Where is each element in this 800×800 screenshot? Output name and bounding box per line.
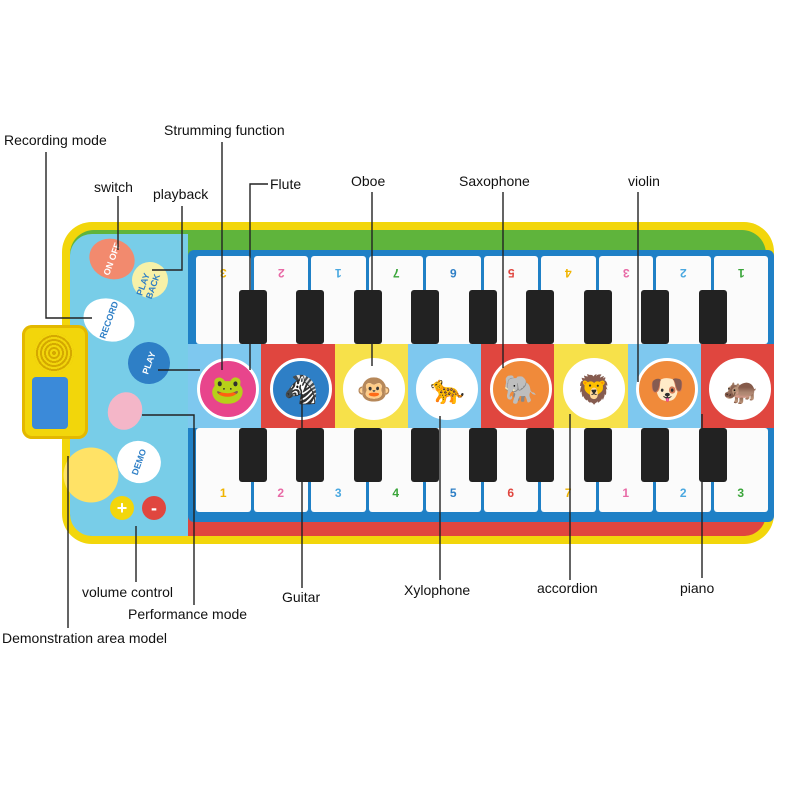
bottom-key-number: 7	[564, 486, 572, 500]
speaker-grille-icon	[34, 333, 74, 373]
elephant-saxophone-icon: 🐘	[489, 358, 552, 420]
instrument-cell-lion-accordion[interactable]: 🦁	[554, 344, 628, 428]
demo-label: DEMO	[129, 447, 149, 477]
top-black-key[interactable]	[583, 290, 612, 344]
speaker-screen	[32, 377, 68, 429]
bottom-key-number: 2	[679, 486, 687, 500]
top-black-key[interactable]	[411, 290, 439, 344]
instrument-cell-dog-violin[interactable]: 🐶	[627, 344, 701, 428]
bottom-black-key[interactable]	[583, 428, 612, 482]
bottom-black-key[interactable]	[296, 428, 324, 482]
top-key-number: 1	[737, 266, 745, 280]
label-guitar: Guitar	[282, 589, 321, 605]
volume-minus-label: -	[151, 498, 157, 518]
instrument-cell-frog-flute[interactable]: 🐸	[188, 344, 262, 428]
volume-plus-label: +	[116, 498, 128, 518]
piano-mat: 3 2 1 7 6 5 4 3 2 1 1 2 3 4 5 6 7 1 2 3 🐸🦓🐵🐆🐘🦁🐶🦛	[62, 222, 774, 544]
bottom-key-number: 6	[507, 486, 515, 500]
instrument-cell-hippo-piano[interactable]: 🦛	[700, 344, 774, 428]
volume-down-button[interactable]: -	[142, 496, 166, 520]
instrument-cell-cheetah-xylophone[interactable]: 🐆	[407, 344, 481, 428]
label-demonstration-area-model: Demonstration area model	[2, 630, 167, 646]
bottom-key-number: 1	[219, 486, 227, 500]
lion-accordion-icon: 🦁	[562, 358, 625, 420]
bottom-black-key[interactable]	[526, 428, 554, 482]
bottom-key-number: 5	[449, 486, 457, 500]
label-volume-control: volume control	[82, 584, 174, 600]
instrument-cell-zebra-guitar[interactable]: 🦓	[261, 344, 335, 428]
bottom-black-key[interactable]	[411, 428, 439, 482]
label-accordion: accordion	[537, 580, 598, 596]
label-playback: playback	[153, 186, 209, 202]
bottom-key-number: 3	[737, 486, 745, 500]
top-key-number: 6	[449, 266, 457, 280]
label-saxophone: Saxophone	[459, 173, 530, 189]
top-key-number: 3	[219, 266, 227, 280]
label-violin: violin	[628, 173, 660, 189]
hippo-piano-icon: 🦛	[709, 358, 772, 420]
dog-violin-icon: 🐶	[636, 358, 699, 420]
bottom-black-key[interactable]	[468, 428, 497, 482]
label-piano: piano	[680, 580, 715, 596]
top-key-number: 3	[622, 266, 630, 280]
monkey-oboe-icon: 🐵	[343, 358, 406, 420]
top-black-key[interactable]	[296, 290, 324, 344]
label-flute: Flute	[270, 176, 302, 192]
top-key-number: 2	[277, 266, 285, 280]
top-key-number: 2	[679, 266, 687, 280]
top-black-key[interactable]	[238, 290, 267, 344]
bottom-key-number: 1	[622, 486, 630, 500]
top-black-key[interactable]	[698, 290, 727, 344]
label-recording-mode: Recording mode	[4, 132, 107, 148]
zebra-guitar-icon: 🦓	[269, 358, 332, 420]
instrument-strip: 🐸🦓🐵🐆🐘🦁🐶🦛	[188, 344, 774, 428]
top-black-key[interactable]	[641, 290, 669, 344]
top-black-key[interactable]	[353, 290, 382, 344]
label-switch: switch	[94, 179, 133, 195]
record-label: RECORD	[97, 299, 121, 341]
top-key-number: 4	[564, 266, 572, 280]
top-black-key[interactable]	[468, 290, 497, 344]
bottom-key-number: 3	[334, 486, 342, 500]
label-oboe: Oboe	[351, 173, 386, 189]
bottom-black-key[interactable]	[238, 428, 267, 482]
label-xylophone: Xylophone	[404, 582, 471, 598]
instrument-cell-monkey-oboe[interactable]: 🐵	[334, 344, 408, 428]
instrument-cell-elephant-saxophone[interactable]: 🐘	[481, 344, 555, 428]
top-key-number: 5	[507, 266, 515, 280]
cheetah-xylophone-icon: 🐆	[416, 358, 479, 420]
top-black-key[interactable]	[526, 290, 554, 344]
bottom-black-key[interactable]	[698, 428, 727, 482]
frog-flute-icon: 🐸	[196, 358, 259, 420]
playback-label: PLAY BACK	[134, 271, 163, 301]
bottom-key-number: 4	[392, 486, 400, 500]
top-key-number: 7	[392, 266, 400, 280]
bottom-black-key[interactable]	[641, 428, 669, 482]
bottom-key-number: 2	[277, 486, 285, 500]
label-performance-mode: Performance mode	[128, 606, 248, 622]
bottom-black-key[interactable]	[353, 428, 382, 482]
on-off-label: ON OFF	[101, 241, 123, 277]
volume-up-button[interactable]: +	[110, 496, 134, 520]
top-key-number: 1	[334, 266, 342, 280]
play-label: PLAY	[140, 350, 158, 376]
label-strumming-function: Strumming function	[164, 122, 285, 138]
speaker-box	[22, 325, 88, 439]
